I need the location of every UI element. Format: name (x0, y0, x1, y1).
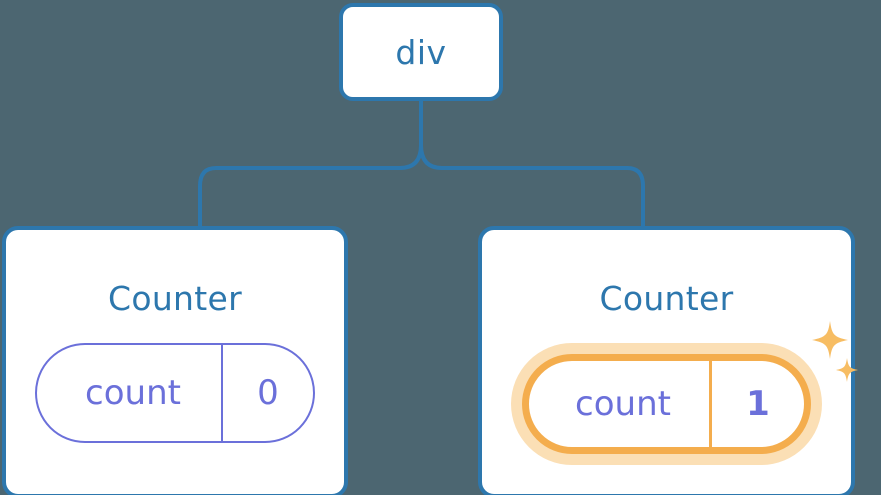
state-pill-wrap-left: count 0 (35, 343, 315, 443)
state-pill-left[interactable]: count 0 (35, 343, 315, 443)
node-div[interactable]: div (339, 3, 503, 101)
counter-title-left: Counter (108, 279, 242, 318)
state-value-right: 1 (709, 361, 804, 447)
node-div-label: div (395, 32, 447, 72)
state-value-left: 0 (221, 345, 313, 441)
state-key-left: count (85, 373, 181, 413)
counter-title-right: Counter (599, 279, 734, 318)
sparkle-large-icon (812, 321, 848, 359)
counter-card-left[interactable]: Counter count 0 (2, 226, 348, 495)
state-pill-wrap-right: count 1 (511, 321, 858, 465)
state-pill-right[interactable]: count 1 (522, 354, 811, 454)
sparkle-group (812, 321, 858, 382)
state-key-right: count (575, 384, 671, 424)
counter-card-right[interactable]: Counter count 1 (478, 226, 858, 495)
sparkle-small-icon (836, 358, 858, 382)
